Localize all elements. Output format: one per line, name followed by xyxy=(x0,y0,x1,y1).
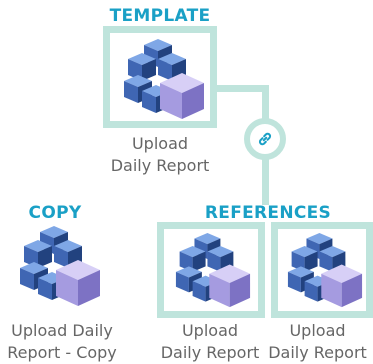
reference-caption-2: Upload Daily Report xyxy=(262,320,373,364)
cube-cluster-icon xyxy=(287,233,363,308)
reference-caption-2-line1: Upload xyxy=(289,321,346,340)
template-caption: Upload Daily Report xyxy=(100,133,220,177)
cube-cluster-icon xyxy=(175,233,251,308)
reference-caption-1-line1: Upload xyxy=(181,321,239,340)
connector-horizontal xyxy=(217,85,269,92)
references-heading: REFERENCES xyxy=(204,203,332,223)
copy-caption-line2: Report - Copy xyxy=(7,343,117,362)
chain-link-icon xyxy=(258,132,272,146)
reference-caption-1: Upload Daily Report xyxy=(152,320,268,364)
reference-caption-1-line2: Daily Report xyxy=(160,343,260,362)
template-frame[interactable] xyxy=(103,26,217,128)
cube-cluster-icon[interactable] xyxy=(18,226,102,308)
template-caption-line2: Daily Report xyxy=(110,156,210,175)
reference-frame-1[interactable] xyxy=(157,222,265,318)
template-heading: TEMPLATE xyxy=(109,6,211,26)
reference-caption-2-line2: Daily Report xyxy=(268,343,367,362)
link-badge[interactable] xyxy=(244,118,286,160)
cube-cluster-icon xyxy=(124,39,204,119)
template-caption-line1: Upload xyxy=(131,134,189,153)
copy-caption-line1: Upload Daily xyxy=(11,321,113,340)
copy-heading: COPY xyxy=(28,203,82,223)
copy-caption: Upload Daily Report - Copy xyxy=(0,320,124,364)
reference-frame-2[interactable] xyxy=(271,222,373,318)
